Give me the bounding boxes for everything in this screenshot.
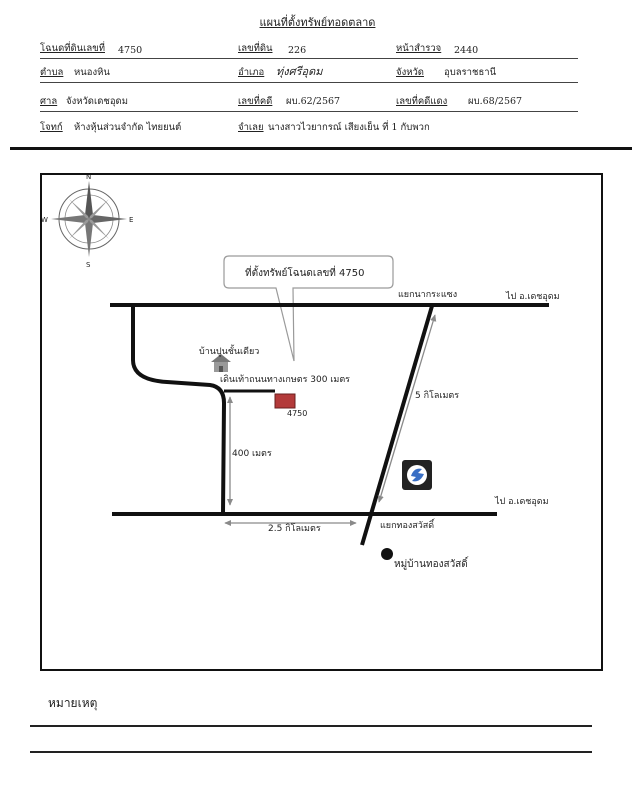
village-marker [381,548,393,560]
defendant-value: นางสาวไวยากรณ์ เสียงเย็น ที่ 1 กับพวก [268,122,430,133]
remark-label: หมายเหตุ [48,696,98,710]
compass-rose-icon: N S E W [42,175,133,269]
defendant-label: จำเลย [238,122,264,133]
distance-400m-label: 400 เมตร [232,449,272,459]
compass-south: S [86,261,91,269]
house-icon [211,354,231,372]
plaintiff-value: ห้างหุ้นส่วนจำกัด ไทยยนต์ [74,122,182,133]
remark-line-1 [30,725,592,727]
house-label: บ้านปูนชั้นเดียว [199,344,259,357]
header-row-location: ตำบล หนองหิน อำเภอ ทุ่งศรีอุดม จังหวัด อ… [40,65,578,82]
distance-2-5km-label: 2.5 กิโลเมตร [268,523,321,534]
case-red-number: ผบ.68/2567 [468,96,523,107]
diagonal-highway [360,305,434,546]
land-number-label: เลขที่ดิน [238,43,273,54]
header-row-parties: โจทก์ ห้างหุ้นส่วนจำกัด ไทยยนต์ จำเลย นา… [40,121,578,137]
gas-station-icon [402,460,432,490]
callout-text: ที่ตั้งทรัพย์โฉนดเลขที่ 4750 [245,265,365,279]
junction-bottom-label: แยกทองสวัสดิ์ [380,518,436,531]
remark-line-2 [30,751,592,753]
junction-top-label: แยกนากระแซง [398,290,457,300]
page-title: แผนที่ตั้งทรัพย์ทอดตลาด [259,16,376,29]
to-dechudom-top-label: ไป อ.เดชอุดม [505,291,560,302]
court-value: จังหวัดเดชอุดม [66,96,128,107]
curved-local-road [131,306,227,514]
case-black-number: ผบ.62/2567 [286,96,341,107]
province-label: จังหวัด [396,67,424,78]
parcel-marker [274,393,296,409]
compass-north: N [86,175,91,181]
header-underline-1 [40,58,578,59]
header-underline-3 [40,111,578,112]
survey-page-number: 2440 [454,45,479,56]
arrow-5km [377,314,437,503]
survey-page-label: หน้าสำรวจ [396,43,442,54]
case-black-label: เลขที่คดี [238,96,273,107]
distance-5km-label: 5 กิโลเมตร [415,390,459,401]
subdistrict-label: ตำบล [40,67,64,78]
header-row-case: ศาล จังหวัดเดชอุดม เลขที่คดี ผบ.62/2567 … [40,95,578,111]
district-value: ทุ่งศรีอุดม [276,65,323,78]
compass-east: E [129,216,133,224]
land-number: 226 [288,45,307,56]
to-dechudom-bottom-label: ไป อ.เดชอุดม [494,496,549,507]
header-underline-2 [40,82,578,83]
case-red-label: เลขที่คดีแดง [396,96,448,107]
deed-label: โฉนดที่ดินเลขที่ [40,43,105,54]
walk-distance-label: เดินเท้าถนนทางเกษตร 300 เมตร [220,374,350,385]
village-label: หมู่บ้านทองสวัสดิ์ [394,556,469,570]
court-label: ศาล [40,96,58,107]
header-divider [10,147,632,150]
callout-bubble [223,255,394,362]
deed-number: 4750 [118,45,143,56]
header-row-deed: โฉนดที่ดินเลขที่ 4750 เลขที่ดิน 226 หน้า… [40,42,578,58]
location-map: N S E W ที่ตั้งทรัพย์โฉนดเลขที่ 4750 แยก… [40,173,603,671]
district-label: อำเภอ [238,67,265,78]
parcel-label: 4750 [287,409,307,418]
compass-west: W [42,216,48,224]
province-value: อุบลราชธานี [444,67,497,78]
subdistrict-value: หนองหิน [74,67,110,78]
plaintiff-label: โจทก์ [40,122,63,133]
map-canvas: N S E W ที่ตั้งทรัพย์โฉนดเลขที่ 4750 แยก… [42,175,560,570]
